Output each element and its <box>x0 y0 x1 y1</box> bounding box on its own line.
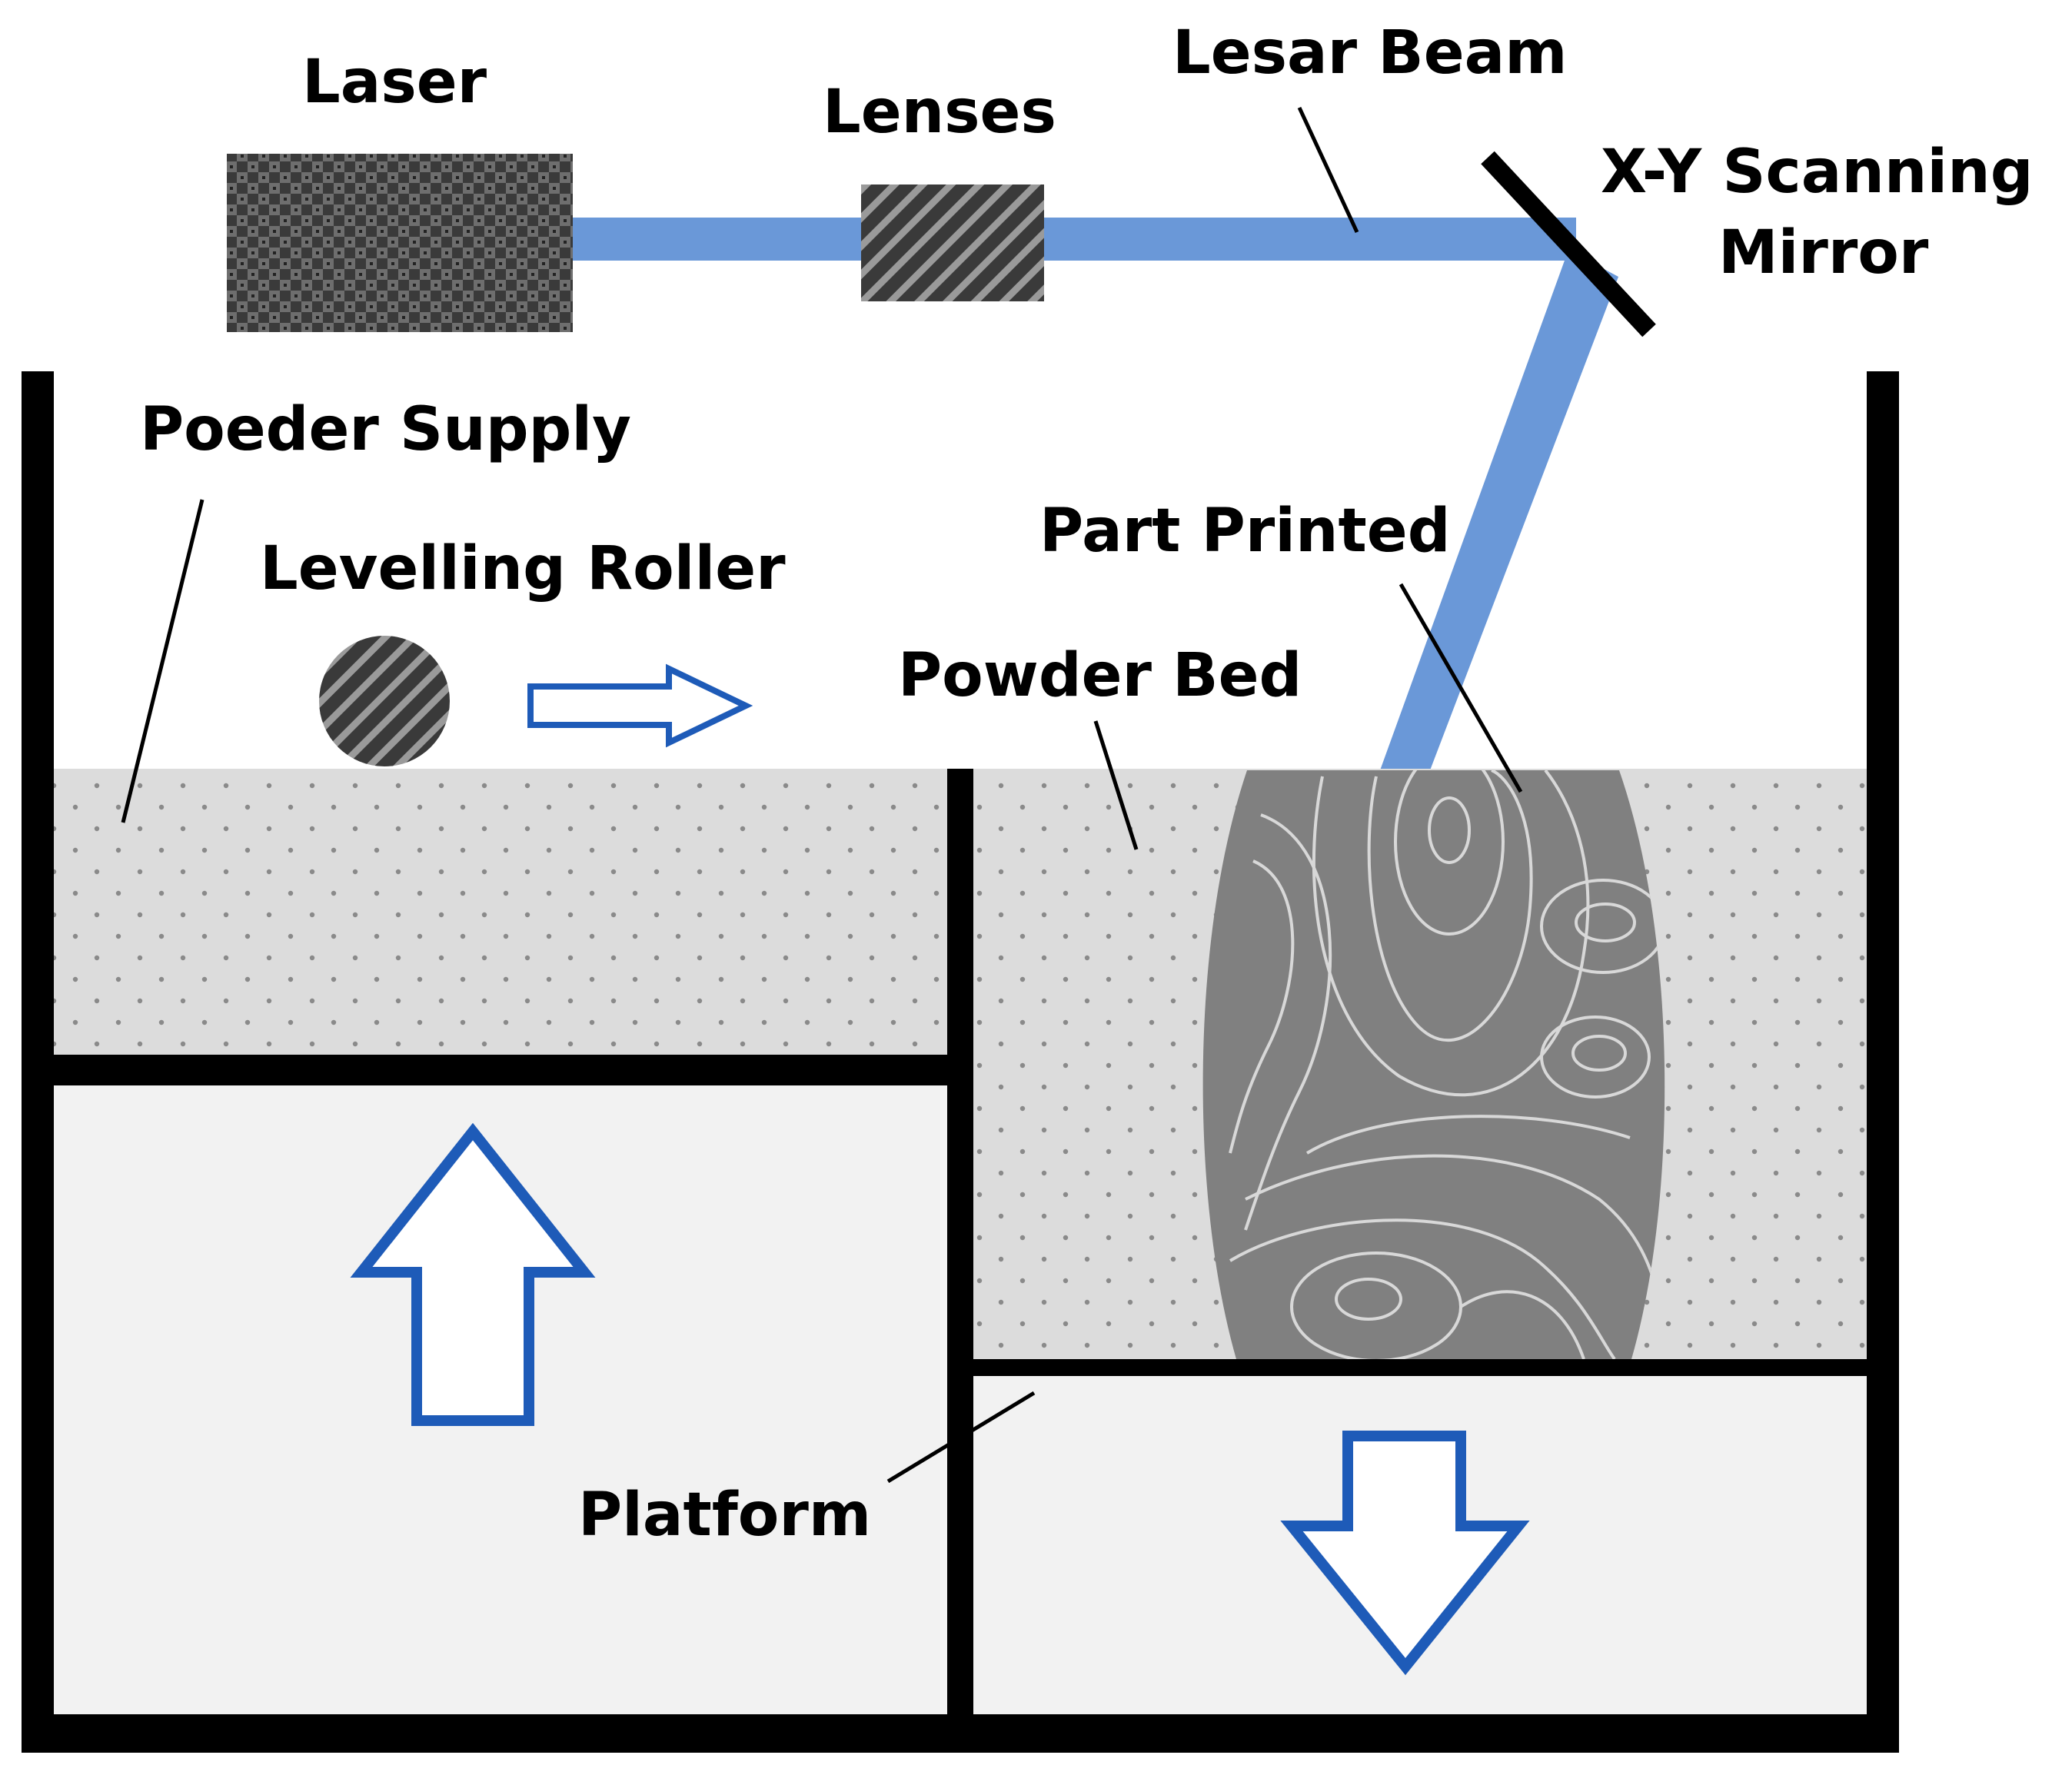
label-powder-supply: Poeder Supply <box>140 395 631 464</box>
leader-powder-bed <box>1093 720 1139 850</box>
left-wall <box>22 371 54 1753</box>
leader-part-printed <box>1399 583 1523 793</box>
supply-platform-top <box>54 1055 950 1085</box>
arrow-up-icon <box>350 1122 596 1426</box>
leader-laser-beam <box>1297 106 1359 234</box>
levelling-roller <box>319 636 450 766</box>
label-platform: Platform <box>578 1481 871 1550</box>
scanning-mirror <box>1481 151 1656 337</box>
bottom-wall <box>22 1714 1899 1753</box>
center-divider <box>947 769 973 1714</box>
label-powder-bed: Powder Bed <box>898 641 1302 710</box>
machine-walls <box>22 371 1899 1753</box>
laser-device <box>227 154 573 332</box>
leader-lines <box>121 106 1523 1484</box>
printed-part <box>1202 770 1665 1359</box>
beam-horizontal <box>569 218 1576 261</box>
lenses-block <box>861 184 1044 301</box>
label-part-printed: Part Printed <box>1039 497 1451 566</box>
laser-beam <box>569 218 1618 770</box>
build-platform-top <box>973 1359 1867 1376</box>
label-mirror-line1: X-Y Scanning <box>1601 138 2034 207</box>
beam-diagonal <box>1380 250 1618 770</box>
leader-powder-supply <box>121 499 205 823</box>
arrow-down-icon <box>1280 1431 1530 1676</box>
label-laser-beam: Lesar Beam <box>1172 18 1568 88</box>
arrow-right-icon <box>527 663 753 748</box>
label-lenses: Lenses <box>823 78 1056 147</box>
label-mirror-line2: Mirror <box>1718 218 1929 288</box>
leader-platform <box>886 1391 1036 1484</box>
label-levelling-roller: Levelling Roller <box>260 534 786 603</box>
powder-supply-bed <box>54 769 950 1055</box>
right-wall <box>1867 371 1899 1753</box>
label-laser: Laser <box>302 48 487 117</box>
part-contours <box>1229 770 1665 1359</box>
